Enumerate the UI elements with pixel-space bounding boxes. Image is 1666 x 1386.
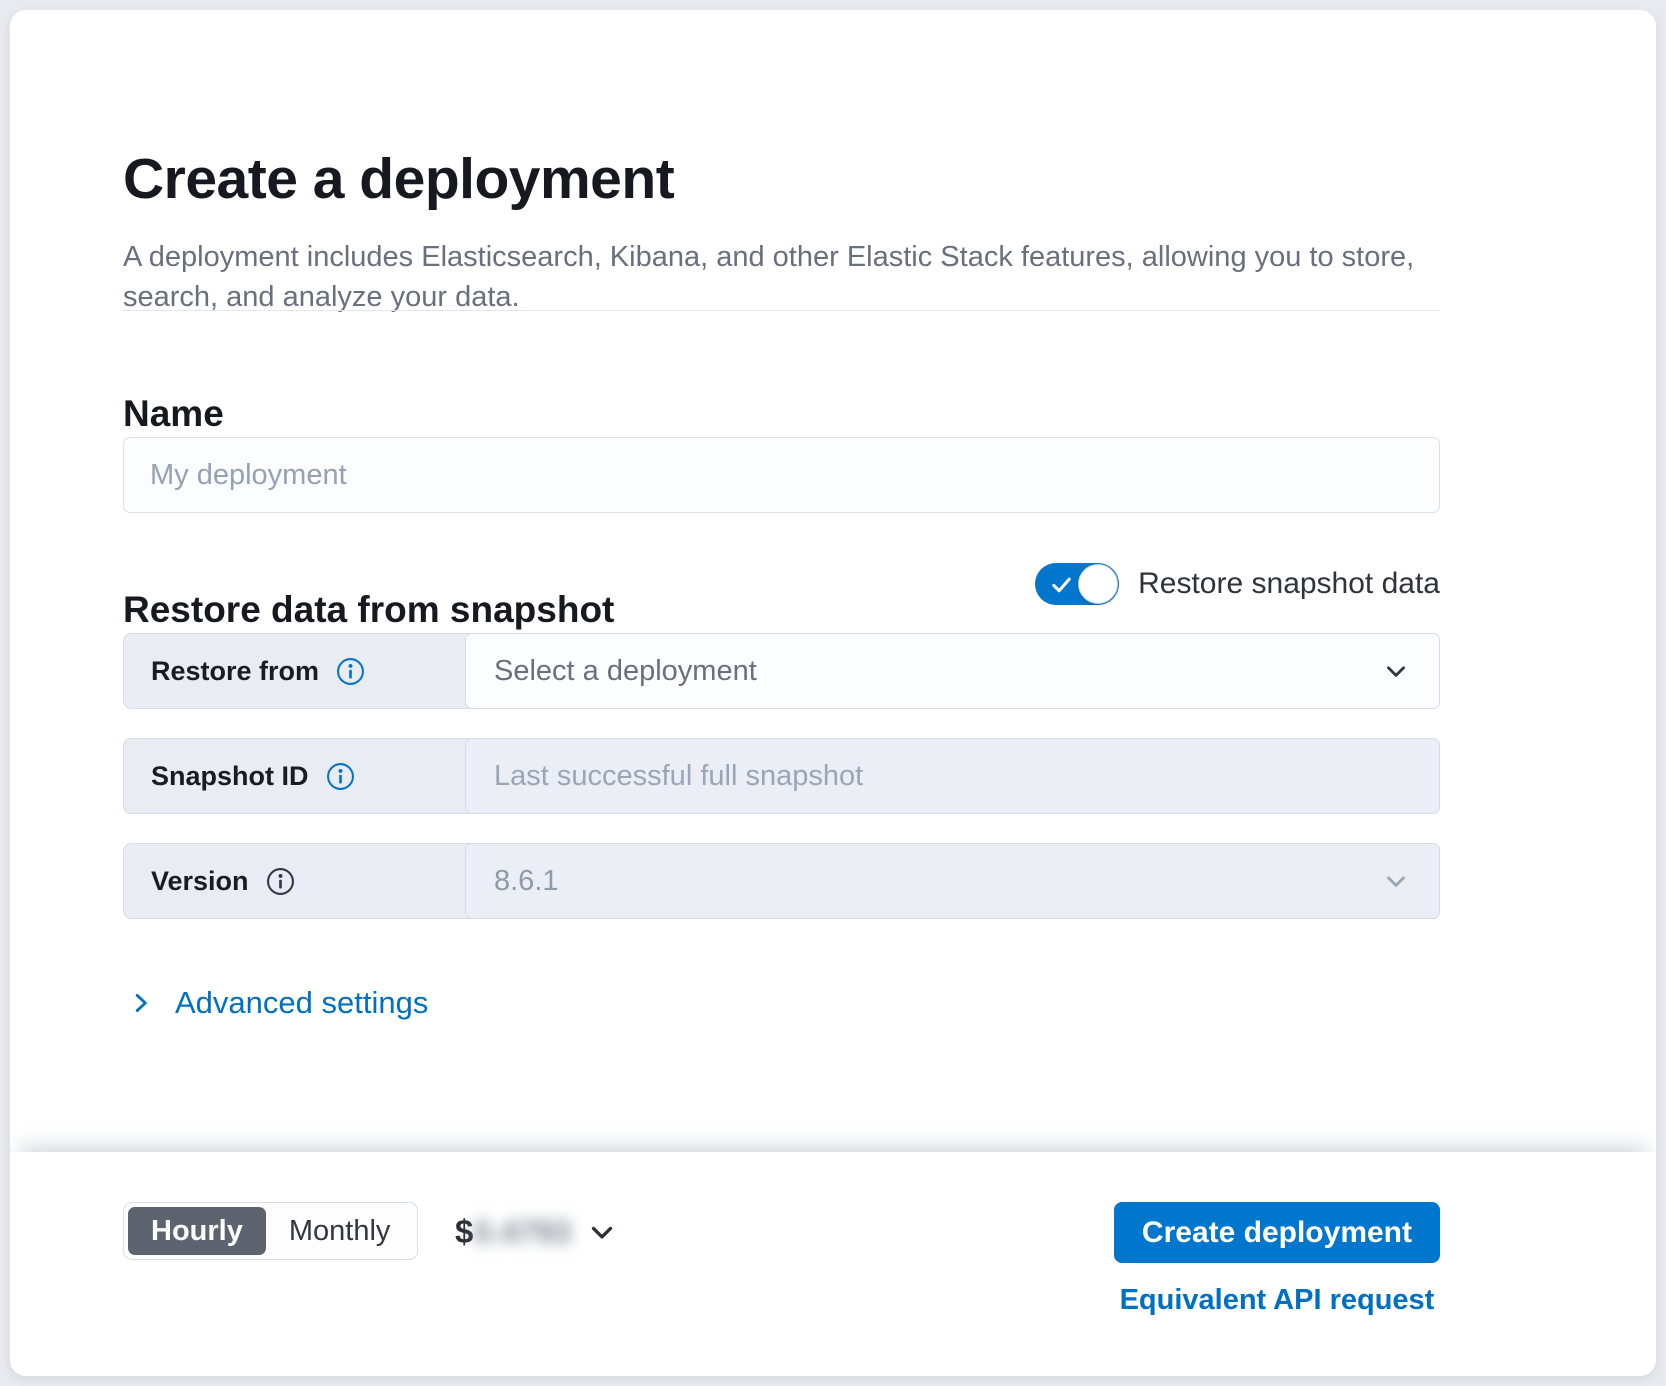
- footer-bar: Hourly Monthly $ 0.4793 Create deploymen…: [10, 1152, 1656, 1376]
- billing-interval-group: Hourly Monthly: [123, 1202, 419, 1260]
- chevron-right-icon: [128, 990, 154, 1016]
- snapshot-id-label-cell: Snapshot ID: [124, 739, 465, 813]
- name-section-heading: Name: [123, 392, 224, 434]
- billing-monthly-button[interactable]: Monthly: [288, 1214, 391, 1247]
- deployment-name-input[interactable]: [123, 437, 1440, 513]
- restore-from-label-cell: Restore from: [124, 634, 465, 708]
- restore-from-selected-value: Select a deployment: [494, 654, 757, 687]
- restore-from-select[interactable]: Select a deployment: [465, 633, 1440, 709]
- restore-snapshot-toggle[interactable]: [1035, 563, 1120, 605]
- snapshot-id-input: Last successful full snapshot: [465, 738, 1440, 814]
- toggle-knob: [1078, 564, 1119, 604]
- price-currency: $: [455, 1213, 474, 1250]
- page-subtitle: A deployment includes Elasticsearch, Kib…: [123, 241, 1415, 313]
- header-divider: [123, 310, 1440, 311]
- check-icon: [1050, 573, 1073, 596]
- version-selected-value: 8.6.1: [494, 864, 559, 897]
- chevron-down-icon: [1381, 656, 1411, 686]
- info-icon[interactable]: [266, 867, 295, 896]
- version-label-cell: Version: [124, 844, 465, 918]
- chevron-down-icon: [1381, 866, 1411, 896]
- info-icon[interactable]: [326, 762, 355, 791]
- snapshot-id-placeholder: Last successful full snapshot: [494, 759, 864, 792]
- price-display: $ 0.4793: [455, 1209, 619, 1255]
- snapshot-id-row: Snapshot ID Last successful full snapsho…: [123, 738, 1440, 814]
- equivalent-api-request-link[interactable]: Equivalent API request: [1119, 1284, 1435, 1316]
- cta-column: Create deployment Equivalent API request: [1113, 1202, 1440, 1317]
- advanced-settings-label: Advanced settings: [175, 985, 429, 1020]
- restore-from-label: Restore from: [151, 655, 320, 686]
- restore-from-row: Restore from Select a deployment: [123, 633, 1440, 709]
- version-label: Version: [151, 865, 249, 896]
- page-title: Create a deployment: [123, 147, 675, 212]
- version-select: 8.6.1: [465, 843, 1440, 919]
- restore-snapshot-toggle-label: Restore snapshot data: [1138, 567, 1440, 600]
- create-deployment-panel: Create a deployment A deployment include…: [10, 10, 1656, 1376]
- info-icon[interactable]: [336, 657, 365, 686]
- price-amount-blurred: 0.4793: [473, 1213, 572, 1250]
- advanced-settings-link[interactable]: Advanced settings: [128, 985, 428, 1021]
- snapshot-id-label: Snapshot ID: [151, 760, 309, 791]
- version-row: Version 8.6.1: [123, 843, 1440, 919]
- chevron-down-icon[interactable]: [585, 1215, 619, 1249]
- snapshot-section-heading: Restore data from snapshot: [123, 588, 615, 630]
- restore-snapshot-toggle-row: Restore snapshot data: [1035, 562, 1440, 606]
- create-deployment-button[interactable]: Create deployment: [1113, 1202, 1440, 1263]
- billing-hourly-button[interactable]: Hourly: [128, 1207, 266, 1255]
